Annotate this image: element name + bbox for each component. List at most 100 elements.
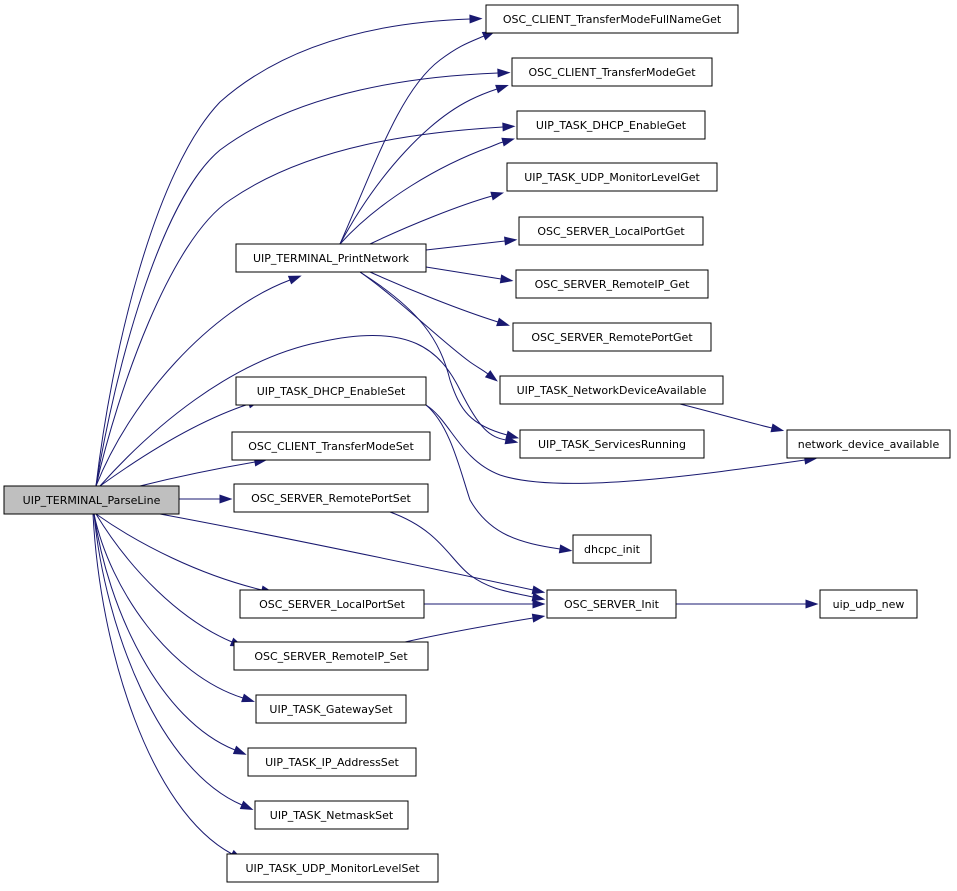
node-remoteportget[interactable]: OSC_SERVER_RemotePortGet	[512, 322, 712, 352]
edge-parseline-to-dhcpenableget	[95, 122, 516, 487]
edge-parseline-to-udpmonitorlevelset	[92, 513, 243, 861]
edge-networkdeviceavailable-to-network_device_available	[679, 403, 785, 433]
arrowhead-icon	[499, 274, 514, 284]
node-label: OSC_SERVER_RemotePortSet	[251, 492, 411, 505]
node-udpmonitorlevelset[interactable]: UIP_TASK_UDP_MonitorLevelSet	[226, 853, 439, 883]
node-label: OSC_CLIENT_TransferModeFullNameGet	[503, 13, 722, 26]
node-uip_udp_new[interactable]: uip_udp_new	[819, 589, 918, 619]
node-localportget[interactable]: OSC_SERVER_LocalPortGet	[518, 216, 704, 246]
node-label: OSC_SERVER_Init	[564, 598, 660, 611]
node-remoteipget[interactable]: OSC_SERVER_RemoteIP_Get	[515, 269, 709, 299]
arrowhead-icon	[287, 275, 302, 285]
node-label: network_device_available	[798, 438, 940, 451]
edge-remoteportset-to-serverinit	[389, 511, 546, 602]
edge-parseline-to-ipaddressset	[93, 513, 247, 755]
node-box	[515, 269, 709, 299]
edge-line	[359, 271, 508, 436]
call-graph-nodes: UIP_TERMINAL_ParseLine OSC_CLIENT_Transfe…	[3, 4, 951, 883]
node-label: OSC_CLIENT_TransferModeSet	[248, 440, 414, 453]
edge-line	[389, 511, 534, 598]
node-label: OSC_SERVER_RemoteIP_Get	[535, 278, 691, 291]
edge-printnetwork-to-servicesrunning	[359, 271, 520, 440]
arrowhead-icon	[469, 14, 483, 24]
edge-line	[425, 266, 502, 280]
node-label: UIP_TASK_IP_AddressSet	[265, 756, 399, 769]
edge-line	[339, 35, 485, 245]
node-label: UIP_TERMINAL_PrintNetwork	[253, 252, 410, 265]
edge-printnetwork-to-remoteportget	[369, 271, 510, 327]
edge-line	[93, 513, 243, 806]
node-netmaskset[interactable]: UIP_TASK_NetmaskSet	[254, 800, 409, 830]
arrowhead-icon	[219, 494, 233, 504]
edge-printnetwork-to-transfermodeget	[339, 84, 509, 245]
node-remoteportset[interactable]: OSC_SERVER_RemotePortSet	[233, 483, 429, 513]
node-parseline[interactable]: UIP_TERMINAL_ParseLine	[3, 485, 180, 515]
node-label: OSC_SERVER_LocalPortGet	[537, 225, 685, 238]
edge-line	[139, 461, 256, 487]
edge-line	[369, 195, 493, 245]
node-dhcpenableset[interactable]: UIP_TASK_DHCP_EnableSet	[235, 376, 427, 406]
arrowhead-icon	[497, 68, 511, 78]
node-ipaddressset[interactable]: UIP_TASK_IP_AddressSet	[247, 747, 417, 777]
node-localportset[interactable]: OSC_SERVER_LocalPortSet	[239, 589, 425, 619]
node-box	[233, 483, 429, 513]
node-serverinit[interactable]: OSC_SERVER_Init	[546, 589, 677, 619]
node-label: UIP_TASK_GatewaySet	[269, 703, 393, 716]
node-box	[819, 589, 918, 619]
node-label: uip_udp_new	[833, 598, 905, 611]
arrowhead-icon	[505, 430, 520, 440]
node-networkdeviceavailable[interactable]: UIP_TASK_NetworkDeviceAvailable	[499, 375, 724, 405]
edge-parseline-to-transfermodeget	[95, 68, 511, 487]
node-udpmonitorlevelget[interactable]: UIP_TASK_UDP_MonitorLevelGet	[506, 162, 718, 192]
edge-printnetwork-to-localportget	[425, 236, 518, 251]
node-label: OSC_SERVER_RemotePortGet	[531, 331, 693, 344]
node-box	[518, 216, 704, 246]
node-dhcpc_init[interactable]: dhcpc_init	[572, 534, 652, 564]
edge-parseline-to-localportset	[95, 513, 275, 595]
node-transfermodefullnameget[interactable]: OSC_CLIENT_TransferModeFullNameGet	[485, 4, 739, 34]
edge-line	[339, 141, 504, 245]
edge-line	[92, 513, 233, 855]
node-remoteipset[interactable]: OSC_SERVER_RemoteIP_Set	[233, 641, 429, 671]
node-network_device_available[interactable]: network_device_available	[786, 429, 951, 459]
node-servicesrunning[interactable]: UIP_TASK_ServicesRunning	[519, 429, 705, 459]
edge-serverinit-to-uip_udp_new	[676, 599, 819, 609]
edge-line	[93, 513, 244, 699]
edge-printnetwork-to-dhcpenableget	[339, 137, 516, 245]
node-box	[516, 110, 706, 140]
arrowhead-icon	[531, 592, 546, 602]
node-transfermodeset[interactable]: OSC_CLIENT_TransferModeSet	[231, 431, 431, 461]
edge-printnetwork-to-remoteipget	[425, 266, 514, 284]
arrowhead-icon	[495, 84, 509, 94]
edge-parseline-to-transfermodefullnameget	[95, 14, 483, 487]
node-transfermodeget[interactable]: OSC_CLIENT_TransferModeGet	[511, 57, 713, 87]
arrowhead-icon	[239, 800, 254, 811]
edge-localportset-to-serverinit	[424, 599, 546, 609]
edge-line	[404, 617, 534, 643]
node-dhcpenableget[interactable]: UIP_TASK_DHCP_EnableGet	[516, 110, 706, 140]
node-box	[235, 376, 427, 406]
edge-line	[425, 404, 561, 550]
node-box	[235, 243, 427, 273]
node-label: UIP_TASK_NetmaskSet	[270, 809, 394, 822]
node-box	[233, 641, 429, 671]
node-box	[572, 534, 652, 564]
node-box	[511, 57, 713, 87]
edge-line	[99, 334, 507, 487]
arrowhead-icon	[501, 137, 516, 147]
node-box	[3, 485, 180, 515]
node-gatewayset[interactable]: UIP_TASK_GatewaySet	[255, 694, 407, 724]
arrowhead-icon	[496, 317, 510, 327]
edge-line	[425, 404, 806, 484]
node-box	[485, 4, 739, 34]
arrowhead-icon	[232, 745, 247, 755]
arrowhead-icon	[532, 599, 546, 609]
edge-line	[425, 240, 506, 251]
node-printnetwork[interactable]: UIP_TERMINAL_PrintNetwork	[235, 243, 427, 273]
node-label: UIP_TASK_UDP_MonitorLevelGet	[524, 171, 700, 184]
node-box	[254, 800, 409, 830]
edge-line	[95, 18, 471, 487]
arrowhead-icon	[484, 370, 498, 382]
node-box	[546, 589, 677, 619]
